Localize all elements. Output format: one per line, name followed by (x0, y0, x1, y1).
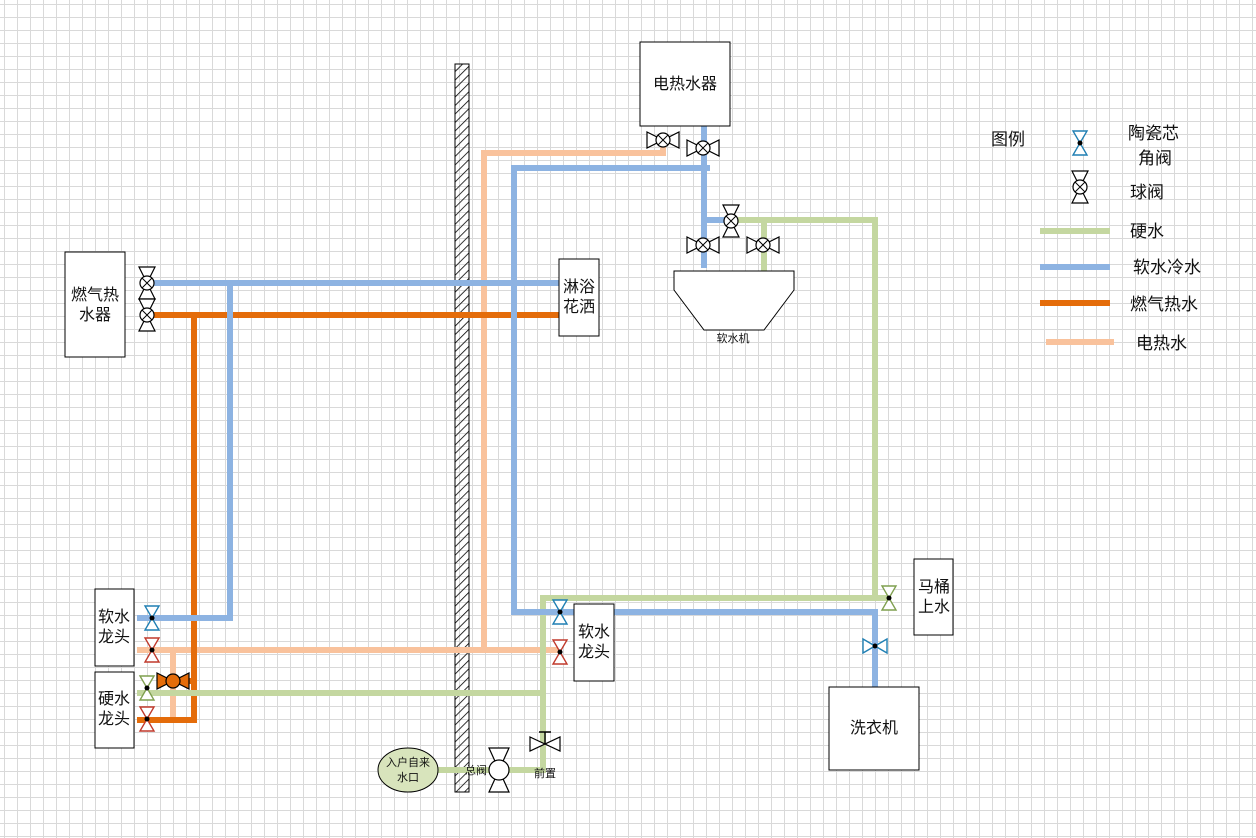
legend-soft-water-label: 软水冷水 (1133, 258, 1201, 278)
softener-label: 软水机 (717, 331, 750, 345)
inlet-label-1: 入户自来 (386, 755, 430, 769)
ball-valve-icon (686, 139, 720, 157)
angle-valve-icon (138, 706, 156, 732)
prefilter-label: 前置 (534, 766, 556, 780)
electric-heater-box (639, 41, 731, 127)
wall (454, 63, 470, 793)
electric-heater-label: 电热水器 (653, 74, 717, 93)
ball-valve-icon (686, 236, 720, 254)
inlet-label-2: 水口 (397, 771, 419, 784)
gas-heater-label-2: 水器 (79, 305, 111, 324)
legend-title: 图例 (991, 130, 1025, 150)
angle-valve-icon (551, 639, 569, 665)
legend-angle-valve-label-1: 陶瓷芯 (1128, 124, 1179, 144)
legend-gas-water-label: 燃气热水 (1130, 295, 1198, 315)
gas-heater-box (64, 251, 126, 358)
soft-tap-right-label-2: 龙头 (578, 642, 610, 661)
angle-valve-icon (862, 637, 888, 655)
hard-tap-box (94, 671, 135, 749)
gas-hot-water-pipes (137, 312, 560, 723)
soft-tap-right-label-1: 软水 (578, 622, 610, 641)
angle-valve-icon (138, 675, 156, 701)
shower-label-2: 花洒 (563, 297, 595, 316)
washer-box (828, 686, 920, 771)
toilet-label-1: 马桶 (918, 577, 950, 596)
legend-electric-water-label: 电热水 (1136, 334, 1187, 354)
soft-tap-left-label-1: 软水 (98, 607, 130, 626)
legend: 图例 陶瓷芯 角阀 球阀 硬水 软水冷水 燃气热水 电热水 (991, 124, 1201, 354)
legend-hard-water-label: 硬水 (1130, 222, 1164, 242)
mixer-ball-valve-icon (156, 672, 190, 690)
soft-tap-left-label-2: 龙头 (98, 627, 130, 646)
shower-box (558, 258, 600, 337)
gas-heater-label-1: 燃气热 (71, 285, 119, 304)
legend-ball-valve-label: 球阀 (1130, 183, 1164, 203)
legend-ball-valve-icon (1071, 170, 1089, 204)
angle-valve-icon (551, 599, 569, 625)
hard-tap-label-2: 龙头 (98, 709, 130, 728)
toilet-label-2: 上水 (918, 597, 950, 616)
ball-valve-icon (722, 204, 740, 238)
water-softener-shape (673, 270, 795, 331)
angle-valve-icon (880, 585, 898, 611)
legend-angle-valve-icon (1071, 130, 1089, 156)
angle-valve-icon (143, 605, 161, 631)
main-ball-valve-icon (488, 747, 510, 793)
ball-valve-icon (138, 298, 156, 332)
prefilter-valve-icon (529, 731, 561, 752)
ball-valve-icon (746, 236, 780, 254)
washer-label: 洗衣机 (850, 718, 898, 737)
toilet-box (913, 558, 954, 636)
legend-angle-valve-label-2: 角阀 (1138, 149, 1172, 169)
hard-tap-label-1: 硬水 (98, 689, 130, 708)
shower-label-1: 淋浴 (563, 277, 595, 296)
ball-valve-icon (138, 266, 156, 300)
soft-tap-right-box (573, 603, 615, 682)
water-inlet (377, 747, 439, 793)
main-valve-label: 总阀 (465, 763, 487, 777)
soft-cold-water-pipes (137, 126, 878, 688)
ball-valve-icon (646, 131, 680, 149)
soft-tap-left-box (94, 588, 135, 667)
angle-valve-icon (143, 637, 161, 663)
